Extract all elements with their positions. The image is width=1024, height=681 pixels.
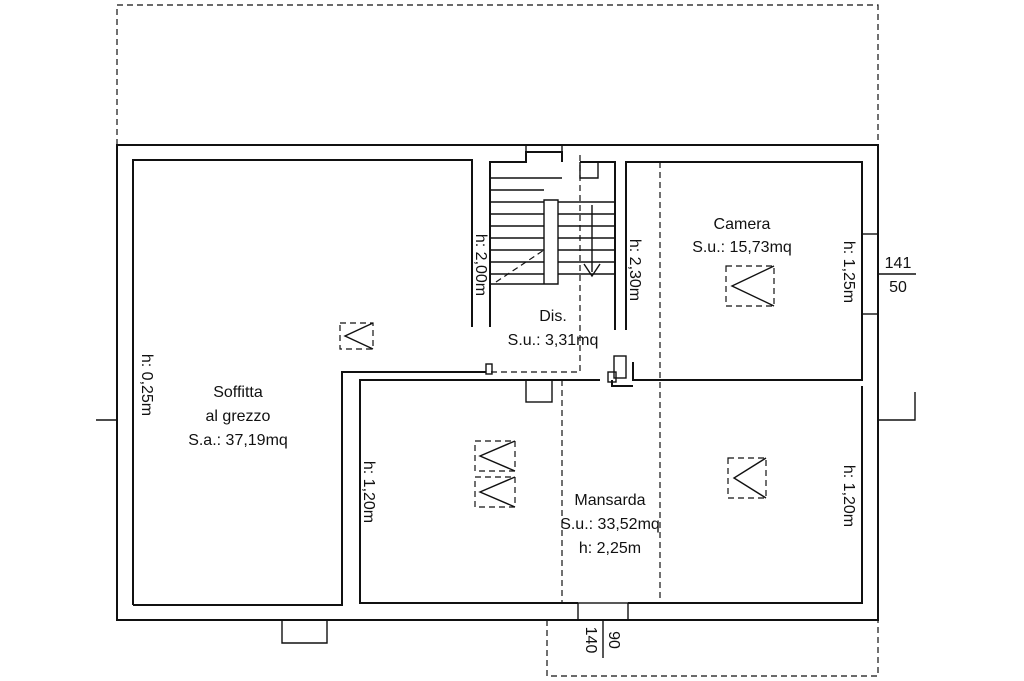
- camera-height: h: 1,25m: [840, 241, 857, 303]
- camera-window-top: 141: [885, 255, 912, 272]
- mansarda-window-left: 140: [582, 627, 599, 654]
- mansarda-left-height: h: 1,20m: [360, 461, 377, 523]
- soffitta-name-line1: Soffitta: [213, 384, 263, 401]
- dashed-separators: [490, 155, 661, 603]
- skylight-icon: [474, 440, 516, 472]
- dis-area: S.u.: 3,31mq: [508, 332, 599, 349]
- camera-name: Camera: [714, 216, 771, 233]
- skylight-icon: [474, 476, 516, 508]
- skylight-icon: [727, 457, 767, 499]
- stair-left-height: h: 2,00m: [472, 234, 489, 296]
- mansarda-area: S.u.: 33,52mq: [560, 516, 660, 533]
- mansarda-window-right: 90: [605, 631, 622, 649]
- skylight-icon: [725, 265, 775, 307]
- dis-name: Dis.: [539, 308, 567, 325]
- staircase: [490, 162, 615, 285]
- soffitta-height: h: 0,25m: [138, 354, 155, 416]
- mansarda-right-height: h: 1,20m: [840, 465, 857, 527]
- mansarda-height: h: 2,25m: [579, 540, 641, 557]
- camera-window-bottom: 50: [889, 279, 907, 296]
- skylight-icon: [339, 322, 374, 350]
- mansarda-name: Mansarda: [574, 492, 645, 509]
- camera-area: S.u.: 15,73mq: [692, 239, 792, 256]
- terrace-top-dashed: [116, 4, 879, 145]
- exterior-walls: [96, 144, 916, 644]
- stair-right-height: h: 2,30m: [626, 239, 643, 301]
- soffitta-name-line2: al grezzo: [206, 408, 271, 425]
- terrace-bottom-dashed: [546, 620, 879, 677]
- soffitta-area: S.a.: 37,19mq: [188, 432, 288, 449]
